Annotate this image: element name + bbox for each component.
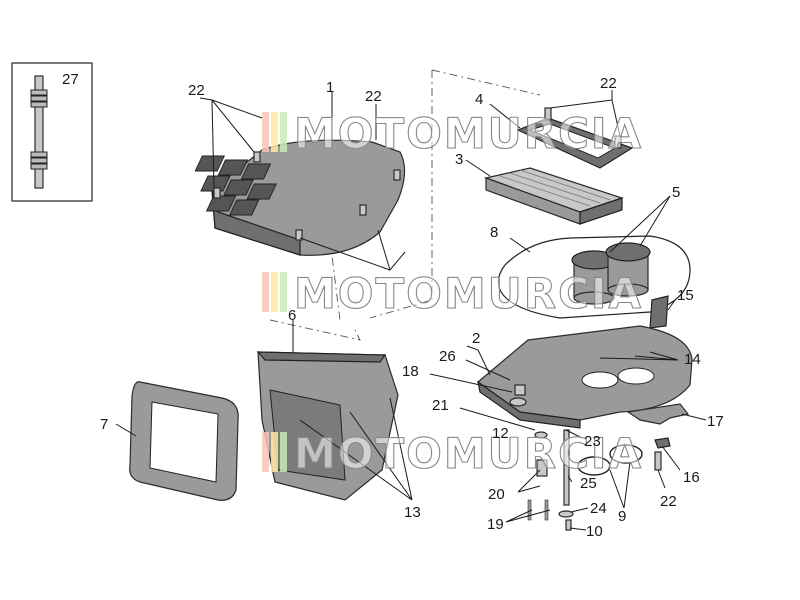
callout-6: 6 [288,307,296,324]
callout-24: 24 [590,500,607,517]
airbox-base-part-2 [477,325,693,429]
airbox-cover-part-1 [194,139,406,256]
callout-22: 22 [188,82,205,99]
filter-frame-part-4 [516,107,634,169]
watermark-3: MOTOMURCIA [262,428,643,479]
callout-10: 10 [586,523,603,540]
callout-21: 21 [432,397,449,414]
frame-gasket-part-7 [129,381,239,501]
block-part-15 [649,295,669,329]
air-filter-part-3 [483,167,624,225]
clip-part-16 [654,437,671,449]
callout-1: 1 [326,79,334,96]
callout-4: 4 [475,91,483,108]
callout-23: 23 [584,433,601,450]
callout-8: 8 [490,224,498,241]
callout-9: 9 [618,508,626,525]
watermark-2: MOTOMURCIA [262,268,643,319]
callout-19: 19 [487,516,504,533]
callout-18: 18 [402,363,419,380]
callout-labels: 22 1 22 4 22 3 5 8 15 6 2 26 14 18 21 7 … [100,75,724,540]
watermark-text: MOTOMURCIA [294,269,643,318]
callout-25: 25 [580,475,597,492]
callout-17: 17 [707,413,724,430]
lower-housing-part-6 [256,351,399,501]
callout-22: 22 [660,493,677,510]
callout-27: 27 [62,71,79,88]
callout-2: 2 [472,330,480,347]
callout-16: 16 [683,469,700,486]
callout-3: 3 [455,151,463,168]
intake-trumpets-part-5 [571,242,651,305]
callout-20: 20 [488,486,505,503]
callout-22: 22 [365,88,382,105]
leader-lines [115,90,707,531]
callout-22: 22 [600,75,617,92]
watermark-text: MOTOMURCIA [294,109,643,158]
callout-7: 7 [100,416,108,433]
watermark-1: MOTOMURCIA [262,108,643,159]
small-parts [527,429,643,531]
callout-14: 14 [684,351,701,368]
gasket-part-8 [497,235,691,319]
callout-12: 12 [492,425,509,442]
callout-13: 13 [404,504,421,521]
screw-part-22 [654,451,662,471]
watermark: MOTOMURCIA MOTOMURCIA MOTOMURCIA [262,108,643,479]
watermark-text: MOTOMURCIA [294,429,643,478]
inset-box-part-27: 27 [11,62,93,202]
bracket-part-17 [626,403,690,425]
callout-5: 5 [672,184,680,201]
callout-15: 15 [677,287,694,304]
callout-26: 26 [439,348,456,365]
